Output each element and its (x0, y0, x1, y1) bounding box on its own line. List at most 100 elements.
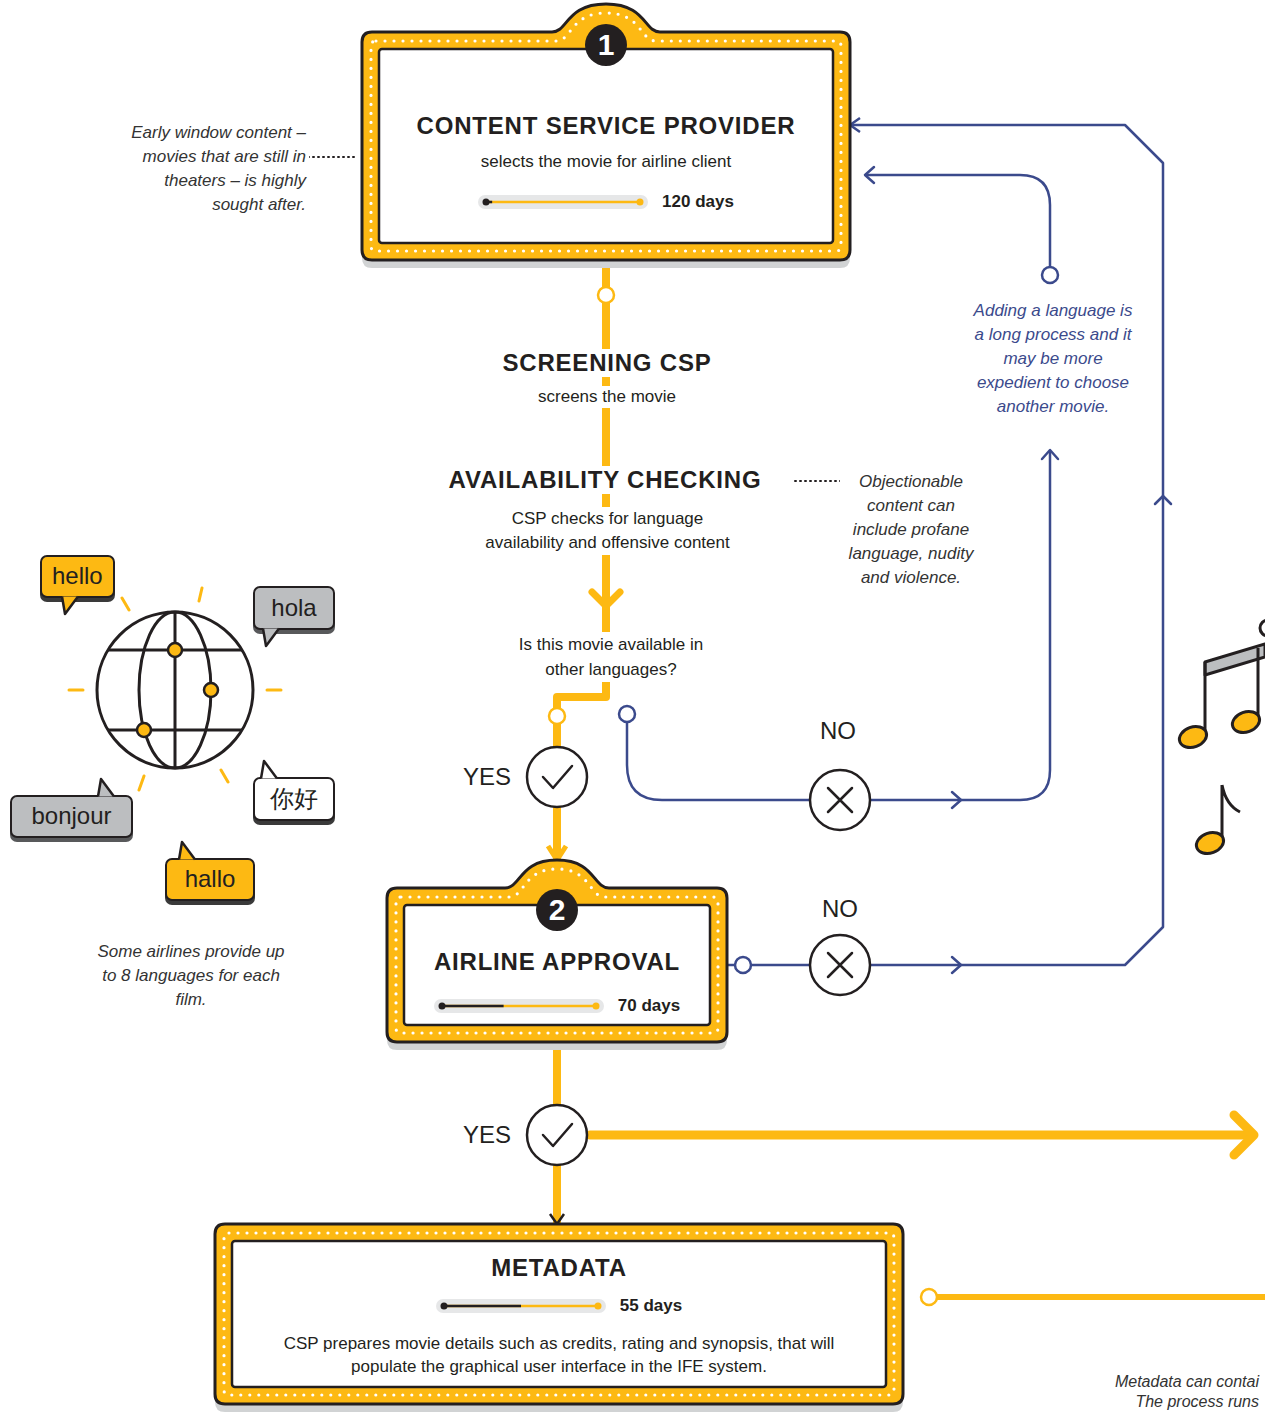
flow-line (865, 167, 874, 183)
speech-bubble: hola (253, 586, 335, 630)
marquee-box: METADATA 55 daysCSP prepares movie detail… (213, 1222, 905, 1414)
step-number: 1 (360, 27, 852, 63)
cross-mark (828, 953, 852, 977)
side-note: Some airlines provide up to 8 languages … (88, 940, 294, 1012)
side-note: Early window content – movies that are s… (118, 121, 309, 217)
side-note: Objectionable content can include profan… (840, 470, 982, 590)
cross-mark (810, 770, 870, 995)
flow-dot (921, 1289, 937, 1305)
flow-dot (598, 287, 614, 303)
bubble-tail (62, 596, 78, 614)
flow-line (627, 722, 810, 800)
marquee-frame (379, 49, 833, 243)
box-title: AIRLINE APPROVAL (419, 948, 695, 976)
box-title: CONTENT SERVICE PROVIDER (394, 112, 818, 140)
progress-bar (442, 1005, 596, 1008)
bubble-tail (261, 761, 277, 779)
flow-arrow (592, 592, 620, 606)
check-mark (527, 747, 587, 807)
globe (97, 612, 253, 768)
duration-row: 55 days (247, 1296, 871, 1316)
flow-line (952, 957, 961, 973)
leader-line (795, 480, 846, 482)
progress-bar (434, 999, 604, 1013)
globe (204, 683, 218, 697)
bubble-tail (10, 795, 11, 796)
marquee-frame (213, 1222, 905, 1414)
box-description: CSP prepares movie details such as credi… (279, 1332, 839, 1378)
bubble-tail (179, 842, 195, 860)
decision-question: Is this movie available in other languag… (513, 632, 709, 682)
duration-row: 120 days (394, 192, 818, 212)
marquee-box: 1CONTENT SERVICE PROVIDER selects the mov… (360, 2, 852, 270)
speech-bubble: bonjour (10, 795, 133, 838)
marquee-box: 2AIRLINE APPROVAL70 days (385, 858, 729, 1052)
box-subtitle: selects the movie for airline client (394, 152, 818, 172)
flow-dot (735, 957, 751, 973)
music-notes (1229, 708, 1262, 736)
globe (168, 643, 182, 657)
speech-bubble: 你好 (253, 777, 335, 821)
side-note: The process runs (1132, 1392, 1262, 1411)
bubble-tail (40, 555, 41, 556)
greeting: hola (271, 588, 316, 627)
progress-bar (478, 195, 648, 209)
music-notes (1176, 620, 1265, 857)
speech-bubble: hello (40, 555, 115, 598)
bubble-tail (253, 777, 254, 778)
progress-bar (478, 195, 648, 209)
progress-bar (444, 1305, 598, 1308)
bubble-tail (253, 586, 254, 587)
music-notes (1176, 723, 1209, 751)
globe (108, 612, 242, 768)
progress-bar (440, 1303, 447, 1310)
step-text: CSP checks for language availability and… (472, 507, 743, 555)
branch-label: NO (817, 717, 859, 745)
cross-mark (810, 935, 870, 995)
branch-label: YES (460, 763, 514, 791)
duration: 70 days (618, 996, 680, 1016)
progress-bar (434, 999, 604, 1013)
flow-dot (1042, 267, 1058, 283)
marquee-frame (215, 1224, 903, 1404)
leader-line (308, 156, 356, 158)
duration: 55 days (620, 1296, 682, 1316)
flow-arrow (937, 1294, 1265, 1300)
music-notes (1222, 785, 1240, 842)
flow-line (1155, 496, 1171, 504)
progress-bar (442, 1005, 504, 1008)
flow-line (1042, 450, 1058, 459)
globe-rays (69, 588, 281, 790)
flow-arrow (590, 1131, 1250, 1140)
flow-line (866, 175, 1050, 267)
step-title: AVAILABILITY CHECKING (446, 466, 765, 494)
check-mark (527, 1105, 587, 1165)
flow-arrow (1234, 1115, 1254, 1155)
speech-bubble: hallo (165, 858, 255, 901)
greeting: hallo (185, 860, 236, 898)
progress-bar (483, 199, 490, 206)
marquee-frame (224, 1233, 894, 1395)
progress-bar (436, 1299, 606, 1313)
bubble-tail (62, 596, 78, 614)
box-title: METADATA (247, 1254, 871, 1282)
marquee-frame (215, 1232, 903, 1412)
progress-bar (436, 1299, 606, 1313)
flow-dot (619, 706, 635, 722)
globe-rays (69, 588, 281, 790)
bubble-tail (98, 779, 114, 797)
side-note: Adding a language is a long process and … (965, 299, 1141, 419)
marquee-frame (387, 860, 727, 1042)
check-mark (543, 1124, 572, 1146)
side-note: Metadata can contai (1112, 1372, 1262, 1391)
progress-bar (594, 1303, 601, 1310)
bubble-tail (98, 779, 114, 797)
duration: 120 days (662, 192, 734, 212)
step-text: screens the movie (535, 386, 679, 408)
flow-line (952, 792, 961, 808)
bubble-tail (263, 628, 279, 646)
greeting: bonjour (31, 797, 111, 835)
flow-line (627, 167, 1171, 973)
globe (137, 723, 151, 737)
